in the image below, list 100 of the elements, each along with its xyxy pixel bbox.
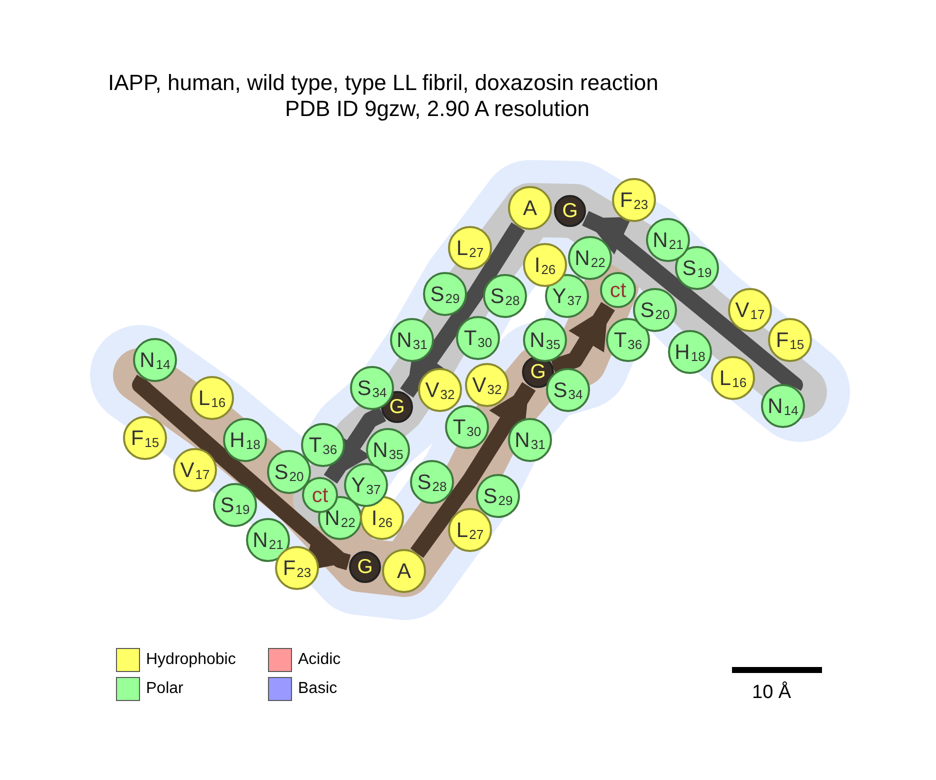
residue-number: 23 [296, 566, 312, 578]
legend-label: Hydrophobic [146, 651, 236, 669]
residue-number: 31 [412, 338, 428, 350]
residue-letter: L [456, 238, 468, 258]
residue-number: 26 [378, 516, 393, 528]
residue-number: 35 [388, 448, 404, 460]
strand-arrow [550, 302, 615, 375]
residue-letter: Y [552, 286, 566, 306]
residue-letter: S [274, 462, 288, 482]
residue-number: 28 [432, 480, 447, 492]
residue-letter: N [768, 396, 783, 416]
residue-letter: S [553, 380, 568, 400]
residue-letter: S [430, 284, 444, 304]
residue-letter: ct [610, 280, 626, 300]
residue-letter: F [776, 330, 789, 350]
residue-letter: N [574, 248, 590, 268]
residue-number: 18 [246, 438, 260, 450]
residue-letter: I [371, 508, 378, 528]
residue-letter: V [180, 460, 194, 480]
residue-number: 27 [469, 246, 484, 258]
residue-number: 15 [790, 338, 804, 350]
residue-letter: G [530, 362, 546, 382]
residue-letter: H [230, 430, 245, 450]
residue-number: 15 [144, 436, 160, 448]
residue-letter: N [140, 350, 155, 370]
residue-letter: A [396, 560, 411, 582]
residue-number: 30 [466, 424, 482, 438]
residue-number: 16 [732, 376, 747, 388]
legend-label: Acidic [298, 651, 341, 669]
residue-number: 27 [469, 528, 484, 540]
residue-letter: S [483, 486, 498, 506]
residue-letter: V [735, 300, 750, 320]
residue-number: 22 [590, 256, 606, 268]
strand-arrow [582, 210, 803, 393]
residue-letter: V [425, 380, 440, 400]
residue-number: 29 [498, 494, 513, 506]
residue-number: 14 [156, 358, 170, 370]
residue-letter: N [372, 440, 388, 460]
strand-arrow [132, 374, 351, 572]
residue-number: 19 [697, 266, 712, 278]
residue-letter: S [682, 258, 696, 278]
residue-number: 16 [211, 396, 226, 408]
residue-letter: F [620, 190, 633, 210]
residue-letter: H [674, 342, 690, 362]
residue-number: 37 [567, 294, 582, 306]
residue-letter: G [389, 397, 405, 417]
residue-number: 28 [505, 294, 520, 306]
residue-number: 21 [268, 538, 284, 550]
subtitle: PDB ID 9gzw, 2.90 A resolution [285, 96, 590, 122]
residue-number: 22 [340, 516, 356, 528]
residue-letter: N [652, 230, 668, 250]
residue-letter: N [514, 430, 530, 450]
residue-letter: F [130, 428, 144, 448]
residue-letter: S [220, 494, 234, 516]
strand-arrow [324, 406, 386, 484]
residue-letter: L [198, 388, 210, 408]
legend-label: Basic [298, 680, 338, 698]
residue-number: 30 [478, 336, 492, 348]
strand-arrow [410, 382, 536, 558]
residue-letter: F [282, 558, 296, 578]
residue-number: 26 [541, 262, 556, 276]
residue-letter: N [252, 530, 268, 550]
residue-letter: Y [351, 474, 366, 496]
residue-letter: S [357, 378, 372, 398]
residue-letter: ct [312, 484, 328, 506]
residue-letter: T [308, 434, 322, 456]
residue-number: 31 [530, 438, 546, 450]
residue-number: 37 [366, 482, 381, 496]
residue-letter: S [417, 472, 432, 492]
residue-number: 29 [445, 292, 460, 304]
legend-label: Polar [146, 680, 184, 698]
title: IAPP, human, wild type, type LL fibril, doxazosin reaction [108, 70, 658, 96]
residue-number: 19 [235, 502, 250, 516]
residue-number: 23 [634, 198, 648, 210]
residue-number: 20 [655, 308, 670, 320]
residue-number: 32 [440, 388, 455, 400]
residue-letter: L [719, 368, 732, 388]
residue-letter: N [324, 508, 340, 528]
residue-number: 34 [372, 386, 387, 398]
residue-letter: T [614, 330, 627, 350]
residue-number: 17 [195, 468, 210, 480]
residue-letter: G [357, 557, 373, 577]
residue-number: 21 [668, 238, 684, 250]
residue-number: 32 [487, 382, 502, 396]
strand-arrow [400, 222, 525, 398]
residue-number: 17 [750, 308, 765, 320]
residue-number: 14 [784, 404, 798, 416]
residue-letter: N [396, 330, 412, 350]
residue-letter: T [452, 416, 466, 438]
residue-letter: S [640, 300, 654, 320]
residue-letter: T [464, 328, 477, 348]
residue-letter: G [562, 201, 578, 221]
residue-letter: A [522, 198, 537, 218]
residue-number: 20 [289, 470, 304, 482]
residue-letter: L [456, 520, 468, 540]
residue-number: 36 [628, 338, 642, 350]
residue-number: 36 [322, 442, 338, 456]
residue-number: 18 [690, 350, 706, 362]
residue-letter: S [490, 286, 504, 306]
residue-number: 34 [568, 388, 583, 400]
